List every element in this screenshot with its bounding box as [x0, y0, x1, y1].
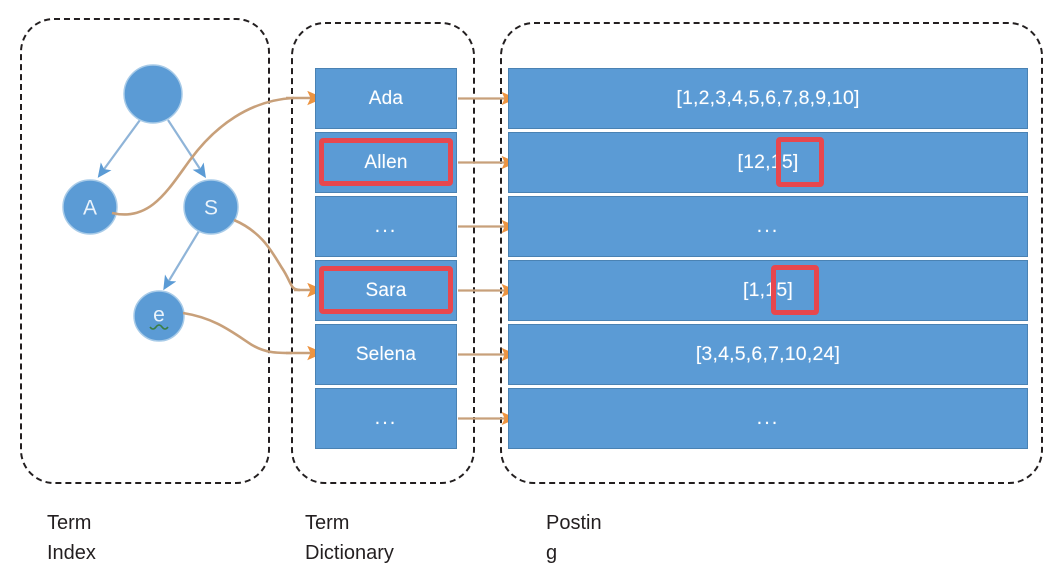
connector-s-to-sara	[233, 218, 324, 298]
posting-row-0[interactable]: [1,2,3,4,5,6,7,8,9,10]	[508, 68, 1028, 129]
caption-term-index-line2: Index	[47, 542, 96, 564]
trie-node-e[interactable]: e	[133, 290, 185, 342]
caption-term-index: Term Index	[47, 508, 217, 568]
spellcheck-squiggle-icon	[149, 324, 169, 330]
trie-node-s[interactable]: S	[183, 179, 239, 235]
posting-row-ellipsis-2[interactable]: ...	[508, 388, 1028, 449]
posting-row-4[interactable]: [3,4,5,6,7,10,24]	[508, 324, 1028, 385]
term-row-sara[interactable]: Sara	[315, 260, 457, 321]
connector-a-to-ada	[111, 90, 324, 216]
caption-posting: Postin g	[546, 508, 616, 568]
term-row-ellipsis-1[interactable]: ...	[315, 196, 457, 257]
term-row-selena[interactable]: Selena	[315, 324, 457, 385]
term-row-ada[interactable]: Ada	[315, 68, 457, 129]
caption-term-index-line1: Term	[47, 512, 92, 534]
caption-posting-line1: Postin	[546, 512, 602, 534]
posting-row-1[interactable]: [12,15]	[508, 132, 1028, 193]
posting-container	[500, 22, 1043, 484]
trie-edge-s-e	[163, 230, 200, 291]
posting-row-ellipsis-1[interactable]: ...	[508, 196, 1028, 257]
caption-term-dictionary: Term Dictionary	[305, 508, 475, 568]
trie-edge-root-s	[167, 119, 206, 179]
term-row-allen[interactable]: Allen	[315, 132, 457, 193]
connector-e-to-selena	[182, 311, 324, 361]
caption-term-dictionary-line2: Dictionary	[305, 542, 394, 564]
caption-posting-line2: g	[546, 542, 558, 564]
term-row-ellipsis-2[interactable]: ...	[315, 388, 457, 449]
trie-node-e-label: e	[153, 304, 165, 327]
trie-node-root[interactable]	[123, 64, 183, 124]
trie-node-a[interactable]: A	[62, 179, 118, 235]
term-index-container	[20, 18, 270, 484]
term-dictionary-container	[291, 22, 475, 484]
trie-node-s-label: S	[204, 197, 218, 220]
posting-row-3[interactable]: [1,15]	[508, 260, 1028, 321]
trie-node-a-label: A	[83, 197, 97, 220]
caption-term-dictionary-line1: Term	[305, 512, 350, 534]
trie-edge-root-a	[97, 119, 141, 178]
